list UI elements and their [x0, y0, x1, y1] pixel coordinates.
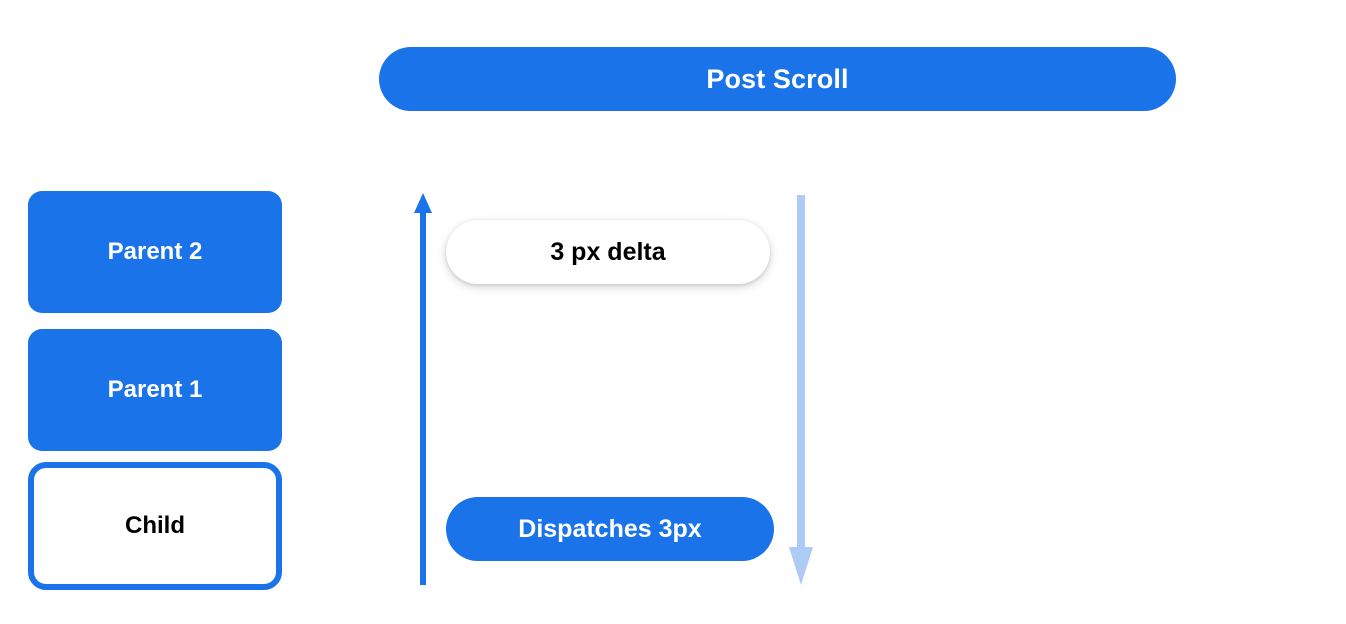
box-child[interactable]: Child	[28, 462, 282, 590]
box-parent-1-label: Parent 1	[107, 376, 203, 403]
page-title: Post Scroll	[706, 63, 849, 94]
scroll-up-arrow-icon	[414, 193, 432, 585]
delta-annotation-pill[interactable]: 3 px delta	[446, 220, 770, 284]
box-child-label: Child	[125, 512, 185, 539]
dispatch-annotation-label: Dispatches 3px	[518, 514, 702, 543]
scroll-down-arrow-icon	[789, 195, 813, 585]
box-parent-2-label: Parent 2	[107, 238, 203, 265]
delta-annotation-label: 3 px delta	[550, 237, 666, 266]
box-parent-1[interactable]: Parent 1	[28, 329, 282, 451]
dispatch-annotation-pill[interactable]: Dispatches 3px	[446, 497, 774, 561]
box-parent-2[interactable]: Parent 2	[28, 191, 282, 313]
diagram-title-bar: Post Scroll	[379, 47, 1176, 111]
